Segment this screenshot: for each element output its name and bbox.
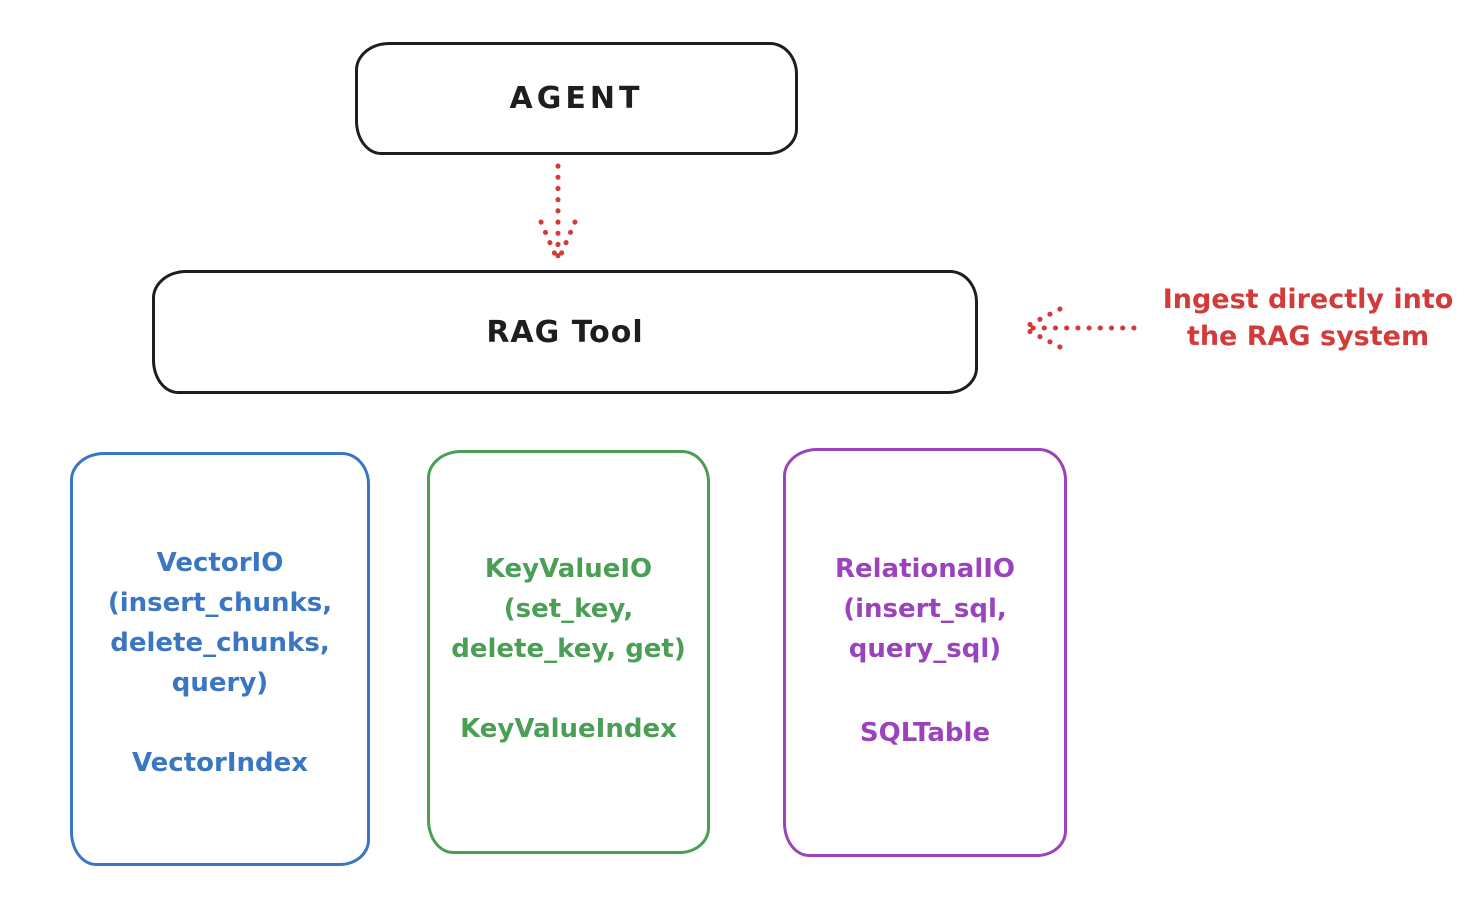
ingest-annotation-line1: Ingest directly into [1162, 284, 1454, 315]
relational-io-node: RelationalIO (insert_sql, query_sql) SQL… [783, 448, 1067, 857]
keyvalue-index-label: KeyValueIndex [460, 714, 677, 744]
vector-io-line: (insert_chunks, [107, 588, 333, 618]
relational-io-line: (insert_sql, [843, 594, 1007, 624]
vector-io-line: delete_chunks, [110, 628, 330, 658]
rag-tool-label: RAG Tool [486, 314, 644, 350]
rag-tool-node: RAG Tool [152, 270, 978, 394]
keyvalue-io-line: KeyValueIO [484, 554, 653, 584]
ingest-annotation: Ingest directly into the RAG system [1140, 281, 1476, 355]
agent-node: AGENT [355, 42, 798, 155]
keyvalue-io-line: (set_key, [503, 594, 634, 624]
agent-label: AGENT [509, 81, 644, 116]
ingest-annotation-line2: the RAG system [1186, 321, 1430, 352]
ingest-arrow-icon [1022, 306, 1137, 350]
keyvalue-io-line: delete_key, get) [451, 634, 686, 664]
vector-io-line: VectorIO [156, 548, 284, 578]
relational-io-line: RelationalIO [834, 554, 1016, 584]
sql-table-label: SQLTable [859, 718, 991, 748]
vector-index-label: VectorIndex [131, 748, 309, 778]
vector-io-node: VectorIO (insert_chunks, delete_chunks, … [70, 452, 370, 866]
relational-io-line: query_sql) [848, 634, 1002, 664]
keyvalue-io-node: KeyValueIO (set_key, delete_key, get) Ke… [427, 450, 710, 854]
agent-to-rag-arrow-icon [538, 163, 578, 262]
vector-io-line: query) [171, 668, 269, 698]
